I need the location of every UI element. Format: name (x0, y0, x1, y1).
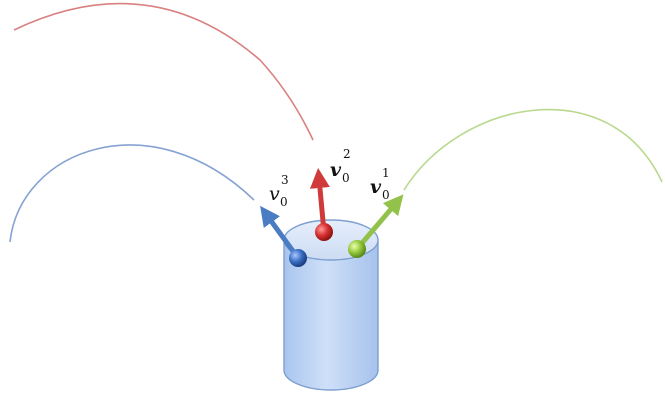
red-trajectory (13, 2, 314, 141)
arrow-v2 (309, 168, 330, 233)
green-trajectory (403, 108, 663, 191)
label-v2: v 0 2 (330, 147, 351, 185)
arrow-v3 (260, 205, 301, 260)
label-v1: v 0 1 (370, 166, 390, 202)
blue-trajectory (9, 144, 255, 243)
label-v3: v 0 3 (269, 173, 289, 209)
arrow-v1 (355, 194, 404, 251)
label-v3-sup: 3 (281, 173, 289, 187)
label-v1-sup: 1 (382, 166, 390, 180)
label-v3-base: v (269, 183, 280, 205)
green-sphere-icon (348, 240, 366, 258)
label-v2-sup: 2 (343, 147, 351, 161)
label-v2-sub: 0 (342, 171, 350, 185)
blue-sphere-icon (289, 249, 307, 267)
label-v1-sub: 0 (382, 188, 390, 202)
red-sphere-icon (315, 223, 333, 241)
cylinder-body (283, 239, 379, 391)
label-v1-base: v (370, 176, 382, 198)
label-v3-sub: 0 (280, 195, 288, 209)
label-v2-base: v (330, 159, 342, 181)
